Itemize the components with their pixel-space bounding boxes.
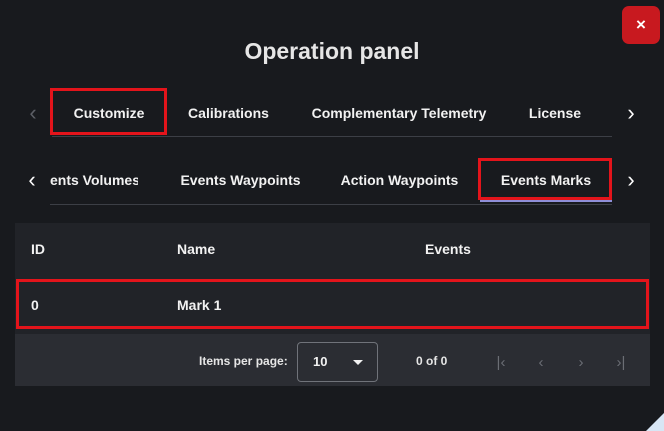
page-range-label: 0 of 0	[416, 354, 448, 368]
tab-events-marks[interactable]: Events Marks	[480, 156, 612, 204]
chevron-right-icon[interactable]: ›	[627, 167, 635, 192]
first-page-icon[interactable]: |‹	[496, 353, 506, 371]
next-page-icon[interactable]: ›	[578, 353, 584, 371]
chevron-left-icon[interactable]: ‹	[29, 100, 37, 125]
cell-id: 0	[31, 297, 39, 313]
tab-calibrations[interactable]: Calibrations	[188, 105, 269, 121]
marks-table: ID Name Events 0 Mark 1 Items per page: …	[15, 223, 650, 386]
chevron-right-icon[interactable]: ›	[627, 100, 635, 125]
tab-events-waypoints[interactable]: Events Waypoints	[180, 172, 301, 188]
column-header-id[interactable]: ID	[31, 241, 45, 257]
close-button[interactable]: ×	[622, 6, 660, 44]
last-page-icon[interactable]: ›|	[616, 353, 626, 371]
tab-action-waypoints[interactable]: Action Waypoints	[340, 172, 459, 188]
chevron-left-icon[interactable]: ‹	[28, 167, 36, 192]
primary-tab-bar: ‹ Customize Calibrations Complementary T…	[0, 89, 664, 137]
tab-events-volumes[interactable]: ents Volumes	[50, 172, 138, 188]
previous-page-icon[interactable]: ‹	[538, 353, 544, 371]
items-per-page-value: 10	[313, 354, 328, 369]
close-icon: ×	[636, 15, 646, 34]
tab-customize[interactable]: Customize	[54, 89, 164, 137]
secondary-tab-divider	[50, 204, 612, 205]
dialog-title: Operation panel	[244, 38, 420, 64]
column-header-name[interactable]: Name	[177, 241, 216, 257]
dropdown-arrow-icon	[353, 360, 363, 365]
items-per-page-label: Items per page:	[199, 354, 288, 368]
cell-name: Mark 1	[177, 297, 222, 313]
resize-corner[interactable]	[646, 413, 664, 431]
table-row[interactable]: 0 Mark 1	[15, 279, 650, 334]
column-header-events[interactable]: Events	[425, 241, 471, 257]
items-per-page-select[interactable]: 10	[297, 342, 378, 382]
secondary-tab-bar: ‹ ents Volumes Events Waypoints Action W…	[0, 156, 664, 204]
tab-license[interactable]: License	[528, 105, 582, 121]
table-paginator: Items per page: 10 0 of 0 |‹ ‹ › ›|	[15, 334, 650, 386]
tab-complementary-telemetry[interactable]: Complementary Telemetry	[311, 105, 487, 121]
primary-tab-divider	[52, 136, 612, 137]
